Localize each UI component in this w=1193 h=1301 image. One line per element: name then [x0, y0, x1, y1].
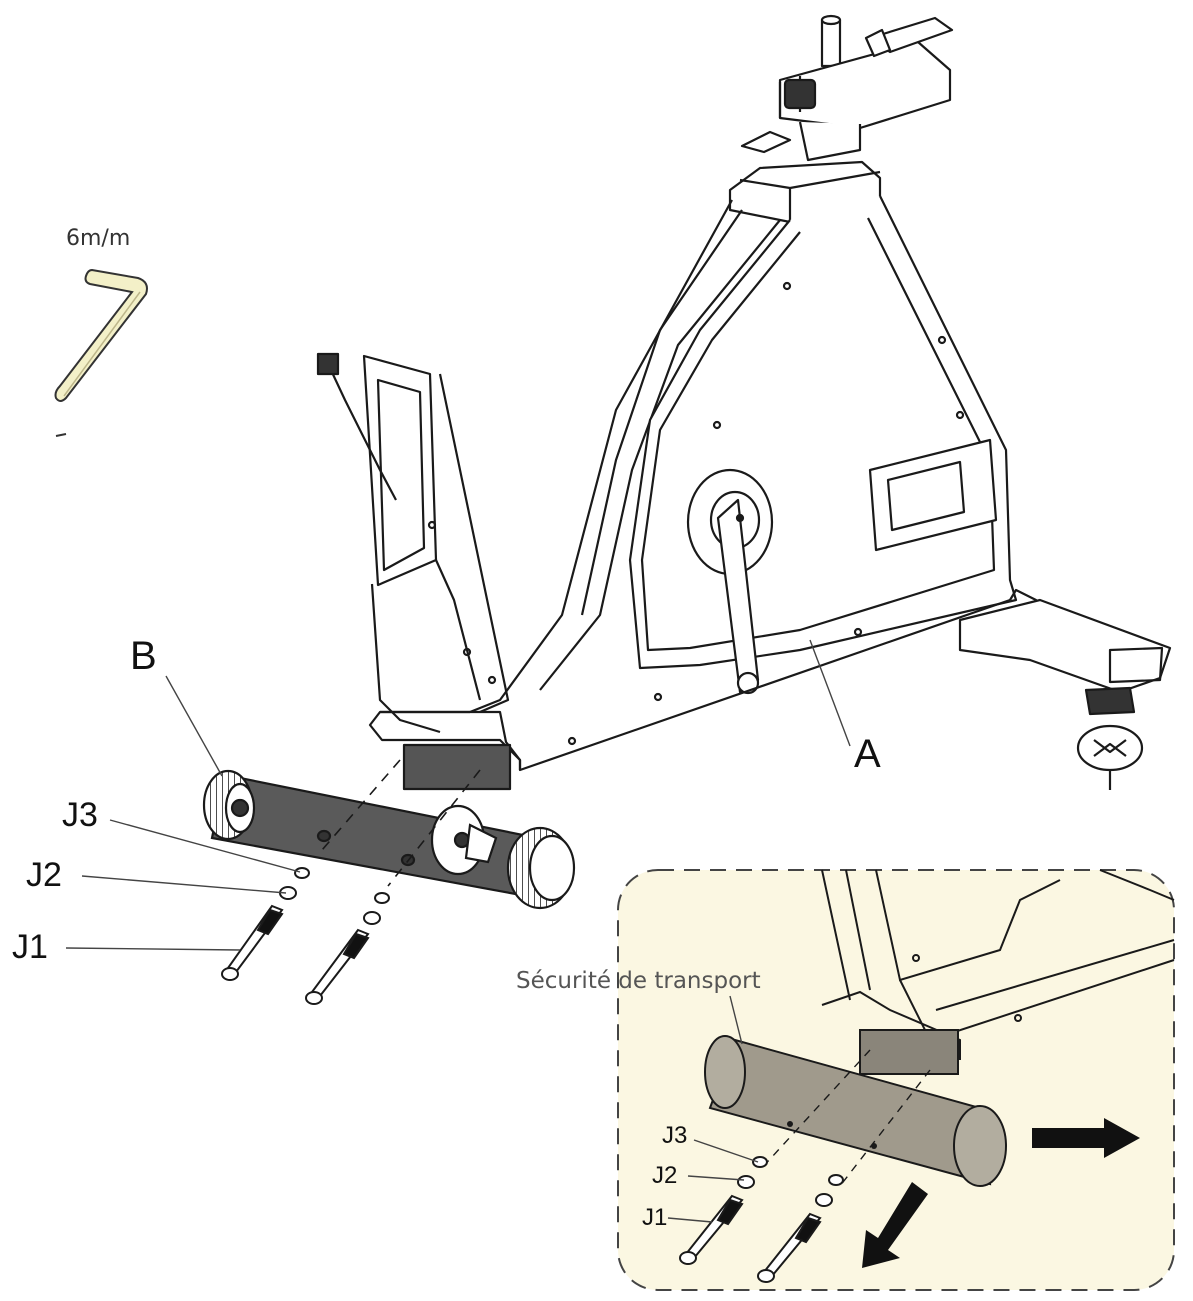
roller-tube-b	[202, 769, 576, 910]
label-a: A	[854, 732, 881, 776]
detail-inset	[617, 869, 1175, 1291]
label-b: B	[130, 634, 157, 678]
label-j3: J3	[62, 796, 98, 834]
arrow-down-left-icon	[862, 1182, 928, 1268]
bike-frame	[316, 14, 1172, 791]
leader-lines	[65, 639, 851, 951]
allen-key-icon	[54, 268, 148, 402]
label-j2: J2	[26, 856, 62, 894]
tool-mark	[55, 433, 67, 437]
arrow-right-icon	[1032, 1118, 1140, 1158]
detail-label-j2: J2	[652, 1162, 678, 1189]
detail-label-j1: J1	[642, 1204, 668, 1231]
fasteners-left	[221, 867, 390, 1005]
detail-label-j3: J3	[662, 1122, 688, 1149]
label-j1: J1	[12, 928, 48, 966]
detail-caption: Sécurité de transport	[516, 968, 761, 994]
alignment-lines	[321, 759, 481, 887]
allen-key-size-label: 6m/m	[66, 226, 131, 251]
